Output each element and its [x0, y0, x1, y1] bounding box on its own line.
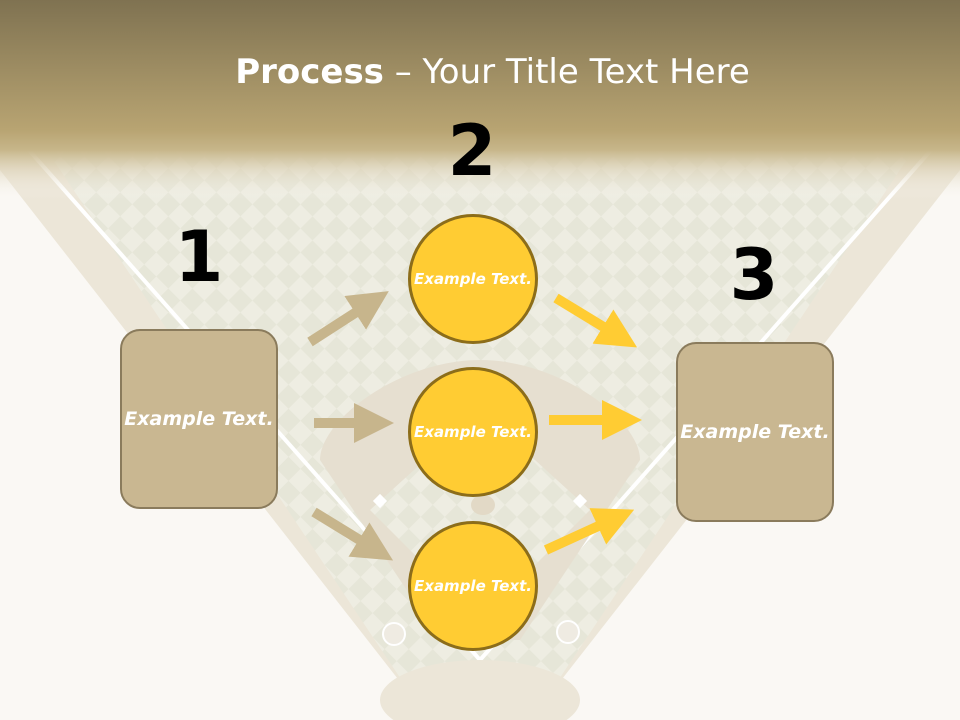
- step-3-box: Example Text.: [676, 342, 834, 522]
- arrow-1-to-bottom: [311, 507, 394, 561]
- arrow-top-to-3: [553, 293, 638, 348]
- step-3-number: 3: [729, 234, 779, 316]
- title-rest-part: – Your Title Text Here: [383, 52, 750, 92]
- title-bold-part: Process: [235, 52, 384, 92]
- step-2-number: 2: [447, 110, 497, 192]
- step-1-box: Example Text.: [120, 329, 278, 509]
- arrow-bottom-to-3: [543, 508, 635, 555]
- step-2-circle-top: Example Text.: [408, 214, 538, 344]
- circle-text: Example Text.: [414, 269, 532, 288]
- step-2-circle-middle: Example Text.: [408, 367, 538, 497]
- step-1-number: 1: [174, 216, 224, 298]
- step-3-box-text: Example Text.: [680, 420, 830, 443]
- step-2-circle-bottom: Example Text.: [408, 521, 538, 651]
- circle-text: Example Text.: [414, 576, 532, 595]
- arrow-1-to-top: [307, 291, 389, 347]
- slide-title: Process – Your Title Text Here: [0, 52, 960, 92]
- circle-text: Example Text.: [414, 422, 532, 441]
- step-1-box-text: Example Text.: [124, 407, 274, 430]
